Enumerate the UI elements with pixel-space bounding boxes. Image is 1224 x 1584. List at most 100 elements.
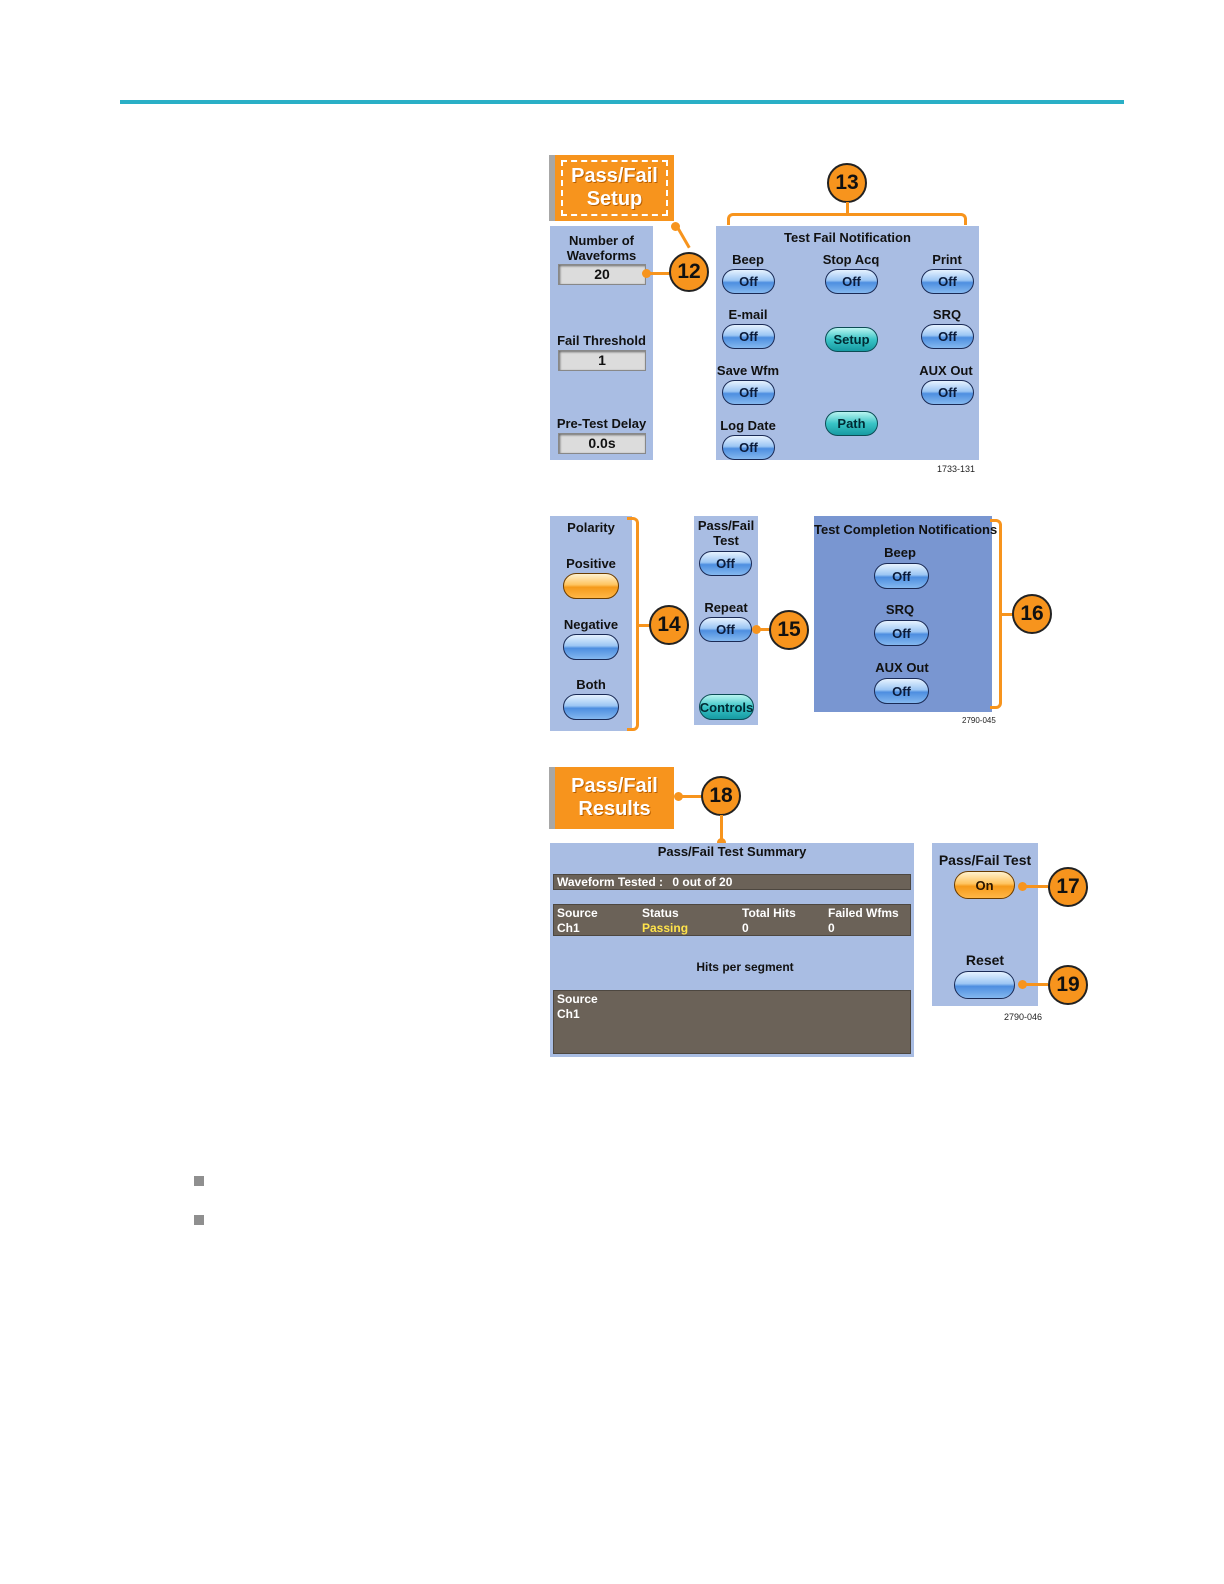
test-completion-title: Test Completion Notifications: [814, 522, 998, 537]
pretest-delay-field[interactable]: 0.0s: [558, 433, 646, 454]
bullet-2: [194, 1215, 204, 1225]
waveform-tested-label: Waveform Tested :: [557, 875, 664, 889]
callout-12-leader-h: [646, 272, 670, 275]
srq-button[interactable]: Off: [921, 324, 974, 349]
bullet-1: [194, 1176, 204, 1186]
callout-13-stem: [846, 202, 849, 216]
callout-18-stem: [680, 795, 702, 798]
pretest-delay-label: Pre-Test Delay: [556, 416, 647, 431]
callout-17-stem: [1024, 885, 1048, 888]
figure-id-3: 2790-046: [1004, 1012, 1043, 1022]
email-label: E-mail: [728, 307, 768, 322]
aux-out-button[interactable]: Off: [921, 380, 974, 405]
path-button[interactable]: Path: [825, 411, 878, 436]
callout-14: 14: [649, 605, 689, 645]
callout-16-stem: [1001, 613, 1013, 616]
negative-button[interactable]: [563, 634, 619, 660]
results-side-menu: Pass/Fail Test On Reset: [932, 843, 1038, 1006]
hits-per-segment-label: Hits per segment: [696, 960, 794, 974]
callout-19-dot: [1018, 980, 1027, 989]
repeat-button[interactable]: Off: [699, 617, 752, 642]
reset-label: Reset: [965, 952, 1005, 968]
save-wfm-button[interactable]: Off: [722, 380, 775, 405]
beep-button[interactable]: Off: [722, 269, 775, 294]
row-total-hits: 0: [742, 921, 749, 935]
callout-12-leader: [675, 224, 691, 249]
row-source: Ch1: [557, 921, 580, 935]
setup-button[interactable]: Setup: [825, 327, 878, 352]
results-panel: Pass/Fail Test Summary Waveform Tested :…: [550, 843, 914, 1057]
both-button[interactable]: [563, 694, 619, 720]
fail-threshold-label: Fail Threshold: [557, 333, 646, 348]
completion-srq-button[interactable]: Off: [874, 620, 929, 646]
num-waveforms-label: Number of Waveforms: [566, 233, 637, 263]
controls-button[interactable]: Controls: [699, 694, 754, 720]
log-date-label: Log Date: [720, 418, 776, 433]
callout-14-stem: [638, 624, 650, 627]
passfail-test-menu: Pass/Fail Test Off Repeat Off Controls: [694, 516, 758, 725]
aux-out-label: AUX Out: [919, 363, 973, 378]
row-failed-wfms: 0: [828, 921, 835, 935]
fail-threshold-field[interactable]: 1: [558, 350, 646, 371]
waveform-tested-bar: Waveform Tested : 0 out of 20: [553, 874, 911, 890]
row-status: Passing: [642, 921, 689, 935]
callout-18-leader: [720, 815, 723, 841]
positive-label: Positive: [566, 556, 616, 571]
srq-label: SRQ: [932, 307, 962, 322]
passfail-setup-tab[interactable]: Pass/Fail Setup: [549, 155, 674, 221]
col-total-hits: Total Hits: [742, 906, 796, 920]
tab-line1: Pass/Fail: [571, 165, 658, 187]
print-button[interactable]: Off: [921, 269, 974, 294]
polarity-menu: Polarity Positive Negative Both: [550, 516, 632, 731]
log-date-button[interactable]: Off: [722, 435, 775, 460]
callout-15-dot: [752, 625, 761, 634]
callout-13-bracket: [727, 213, 967, 225]
callout-18: 18: [701, 776, 741, 816]
positive-button[interactable]: [563, 573, 619, 599]
col-status: Status: [642, 906, 679, 920]
test-fail-notification-panel: Test Fail Notification Beep Off Stop Acq…: [716, 226, 979, 460]
results-tab-line1: Pass/Fail: [571, 775, 658, 797]
passfail-test-on-button[interactable]: On: [954, 871, 1015, 899]
print-label: Print: [932, 252, 962, 267]
figure-id-2: 2790-045: [962, 716, 996, 725]
col-failed-wfms: Failed Wfms: [828, 906, 899, 920]
num-waveforms-field[interactable]: 20: [558, 264, 646, 285]
summary-title: Pass/Fail Test Summary: [657, 844, 807, 859]
test-fail-notification-title: Test Fail Notification: [784, 230, 911, 245]
tab-line2: Setup: [586, 188, 643, 210]
col-source: Source: [557, 906, 598, 920]
passfail-test-title: Pass/Fail Test: [697, 518, 755, 548]
setup-side-menu: Number of Waveforms 20 Fail Threshold 1 …: [550, 226, 653, 460]
callout-17: 17: [1048, 867, 1088, 907]
completion-aux-out-label: AUX Out: [875, 660, 929, 675]
repeat-label: Repeat: [704, 600, 748, 615]
both-label: Both: [576, 677, 606, 692]
completion-srq-label: SRQ: [885, 602, 915, 617]
email-button[interactable]: Off: [722, 324, 775, 349]
callout-18-dot: [674, 792, 683, 801]
callout-18-anchor: [717, 838, 726, 847]
results-tab-line2: Results: [578, 798, 651, 820]
segment-source-label: Source: [557, 992, 598, 1006]
results-table: Source Status Total Hits Failed Wfms Ch1…: [553, 904, 911, 936]
completion-beep-button[interactable]: Off: [874, 563, 929, 589]
completion-aux-out-button[interactable]: Off: [874, 678, 929, 704]
segment-source-value: Ch1: [557, 1007, 580, 1021]
callout-15: 15: [769, 610, 809, 650]
callout-13: 13: [827, 163, 867, 203]
callout-16-bracket: [990, 519, 1002, 709]
callout-12: 12: [669, 252, 709, 292]
reset-button[interactable]: [954, 971, 1015, 999]
header-rule: [120, 100, 1124, 104]
callout-19: 19: [1048, 965, 1088, 1005]
segment-area: Source Ch1: [553, 990, 911, 1054]
negative-label: Negative: [563, 617, 619, 632]
passfail-test-button[interactable]: Off: [699, 551, 752, 576]
passfail-results-tab[interactable]: Pass/Fail Results: [549, 767, 674, 829]
stop-acq-button[interactable]: Off: [825, 269, 878, 294]
callout-19-stem: [1024, 983, 1048, 986]
stop-acq-label: Stop Acq: [822, 252, 880, 267]
waveform-tested-value: 0 out of 20: [672, 875, 733, 889]
passfail-test-on-label: Pass/Fail Test: [938, 852, 1032, 868]
